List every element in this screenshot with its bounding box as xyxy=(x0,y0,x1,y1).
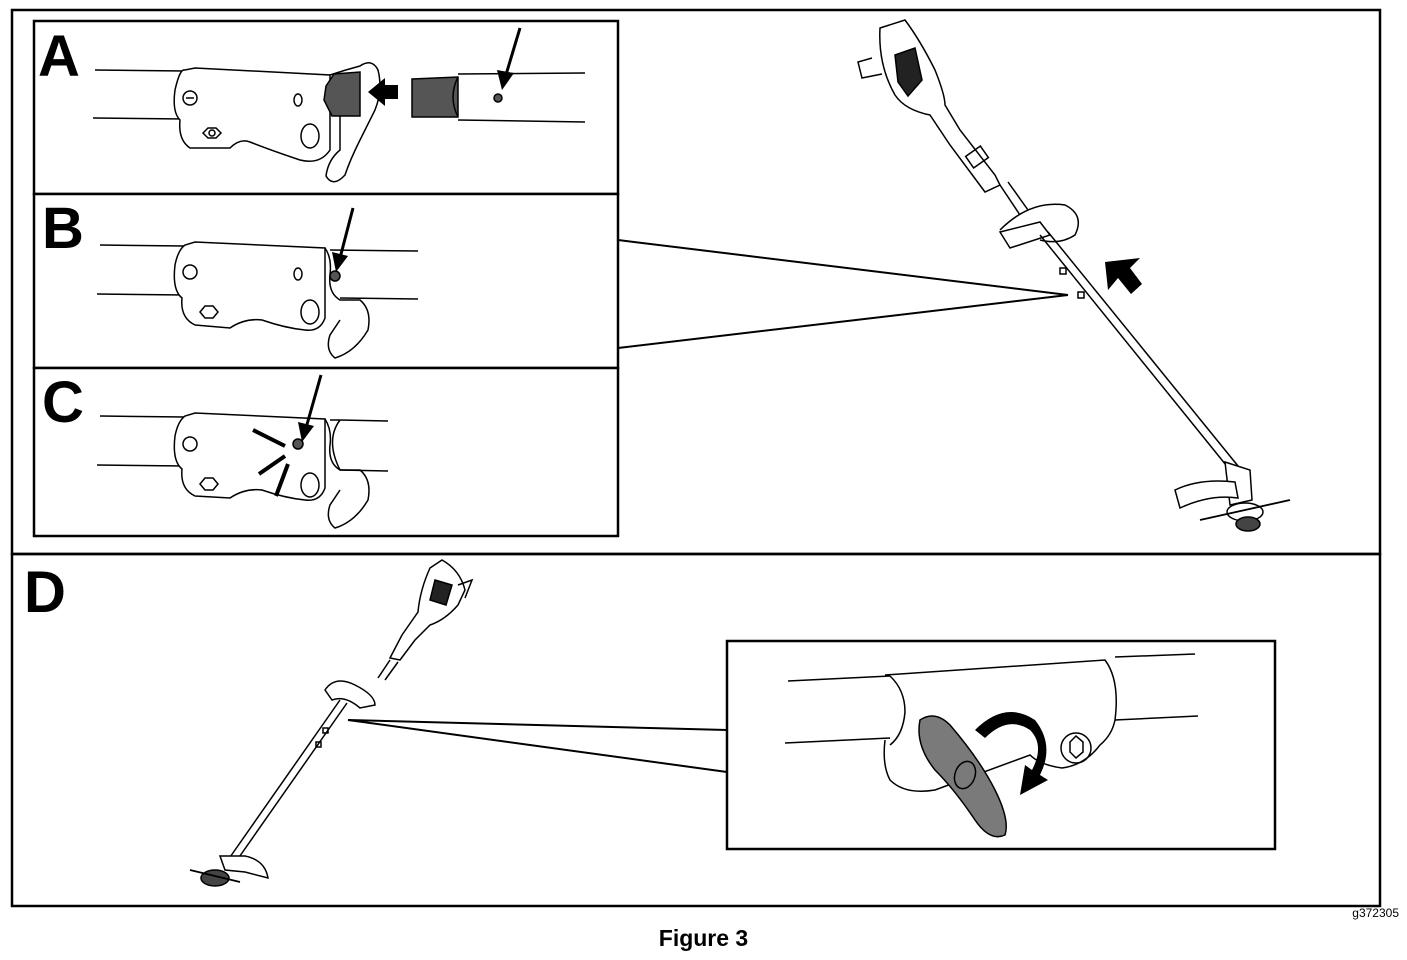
panel-c-frame xyxy=(32,366,620,538)
rotate-clockwise-arrow-icon xyxy=(975,712,1048,795)
panel-letter-d: D xyxy=(24,560,66,625)
panel-b-frame xyxy=(32,192,620,370)
figure-id: g372305 xyxy=(1352,906,1399,920)
panel-letter-a: A xyxy=(38,24,80,89)
trimmer-illustration-top xyxy=(857,19,1291,532)
trimmer-illustration-bottom xyxy=(189,559,474,887)
callout-line-lower xyxy=(617,294,1069,349)
panel-letter-b: B xyxy=(42,196,84,261)
callout-line-upper xyxy=(617,239,1069,296)
panel-c-illustration xyxy=(96,374,389,529)
panel-letter-c: C xyxy=(42,370,84,435)
callout-line-d-lower xyxy=(347,719,728,773)
figure-caption: Figure 3 xyxy=(658,925,749,951)
panel-b-illustration xyxy=(96,207,419,359)
panel-d-detail-illustration xyxy=(784,653,1199,838)
callout-line-d-upper xyxy=(347,719,728,731)
panel-a-illustration xyxy=(92,27,586,183)
outer-frame-bottom xyxy=(10,552,1382,908)
direction-arrow-icon xyxy=(1105,258,1142,294)
